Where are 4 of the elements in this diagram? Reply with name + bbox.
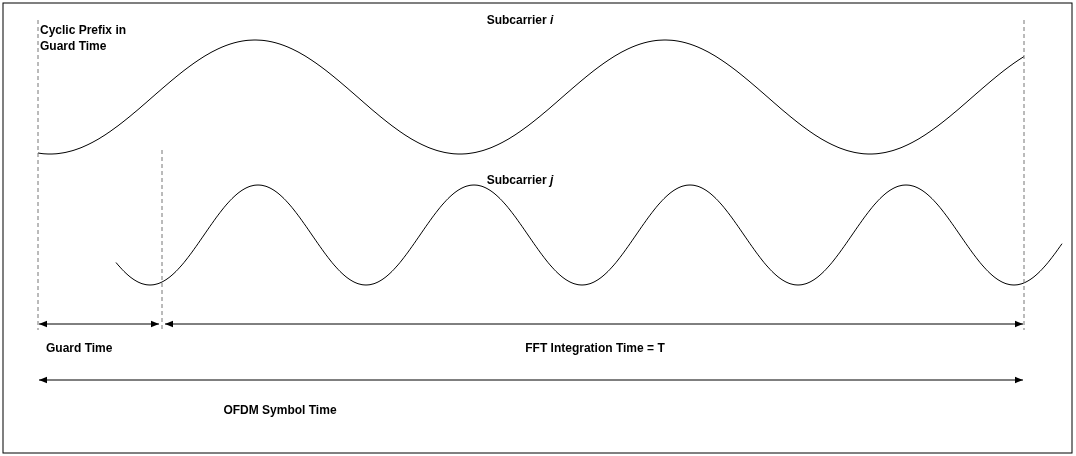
dimension-label: OFDM Symbol Time [222,402,338,418]
dimension-label: FFT Integration Time = T [524,340,666,356]
dimension-label: Guard Time [46,340,114,356]
waveform-label: Subcarrier i [485,12,555,28]
